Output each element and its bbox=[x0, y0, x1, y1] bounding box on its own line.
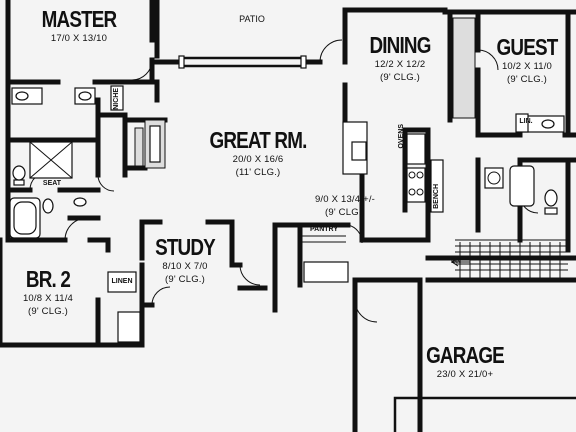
guest-ceiling: (9' CLG.) bbox=[506, 73, 548, 85]
dining-ceiling: (9' CLG.) bbox=[379, 71, 421, 83]
great-room-label: GREAT RM. 20/0 X 16/6 (11' CLG.) bbox=[188, 129, 328, 177]
dining-label: DINING 12/2 X 12/2 (9' CLG.) bbox=[350, 34, 450, 82]
kitchen-label: 9/0 X 13/4 +/- (9' CLG.) bbox=[300, 192, 390, 217]
linen-label: LINEN bbox=[111, 278, 133, 285]
study-label: STUDY 8/10 X 7/0 (9' CLG.) bbox=[140, 236, 230, 284]
ovens-label: OVENS bbox=[398, 124, 405, 149]
br2-ceiling: (9' CLG.) bbox=[27, 305, 69, 317]
dining-dimensions: 12/2 X 12/2 bbox=[374, 59, 426, 70]
kitchen-dimensions: 9/0 X 13/4 +/- bbox=[314, 194, 376, 205]
master-label: MASTER 17/0 X 13/10 bbox=[24, 8, 134, 44]
niche-label: NICHE bbox=[113, 88, 120, 110]
patio-edge bbox=[178, 55, 307, 69]
dining-room-name: DINING bbox=[369, 32, 431, 58]
master-room-name: MASTER bbox=[41, 6, 118, 32]
stair-down-label: DN bbox=[450, 258, 462, 265]
garage-dimensions: 23/0 X 21/0+ bbox=[436, 369, 494, 380]
fixtures bbox=[9, 17, 576, 432]
kitchen-ceiling: (9' CLG.) bbox=[324, 206, 366, 218]
study-room-name: STUDY bbox=[155, 234, 216, 260]
guest-dimensions: 10/2 X 11/0 bbox=[501, 61, 553, 72]
br2-label: BR. 2 10/8 X 11/4 (9' CLG.) bbox=[8, 268, 88, 316]
garage-room-name: GARAGE bbox=[426, 342, 505, 368]
study-dimensions: 8/10 X 7/0 bbox=[162, 261, 208, 272]
guest-label: GUEST 10/2 X 11/0 (9' CLG.) bbox=[482, 36, 572, 84]
br2-room-name: BR. 2 bbox=[25, 266, 71, 292]
patio-label: PATIO bbox=[239, 14, 265, 24]
study-ceiling: (9' CLG.) bbox=[164, 273, 206, 285]
great-room-ceiling: (11' CLG.) bbox=[235, 166, 281, 178]
master-dimensions: 17/0 X 13/10 bbox=[50, 33, 108, 44]
seat-label: SEAT bbox=[42, 180, 62, 187]
pantry-label: PANTRY bbox=[310, 226, 338, 233]
garage-label: GARAGE 23/0 X 21/0+ bbox=[410, 344, 520, 380]
bench-label: BENCH bbox=[433, 184, 440, 209]
great-room-dimensions: 20/0 X 16/6 bbox=[232, 154, 284, 165]
great-room-name: GREAT RM. bbox=[209, 127, 307, 153]
lin-label: LIN. bbox=[519, 118, 533, 125]
guest-room-name: GUEST bbox=[496, 34, 559, 60]
br2-dimensions: 10/8 X 11/4 bbox=[22, 293, 74, 304]
